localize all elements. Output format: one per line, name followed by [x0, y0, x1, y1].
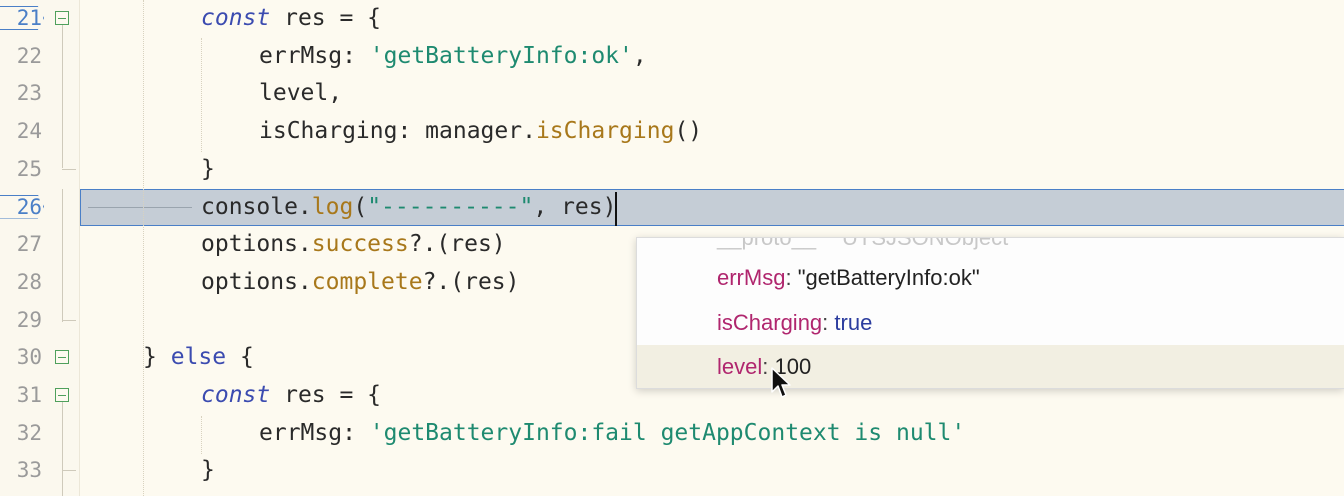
- line-number: 24: [16, 119, 42, 144]
- line-number: 27: [16, 232, 42, 257]
- code-text: }: [201, 457, 215, 484]
- code-line-29[interactable]: 29: [0, 302, 1344, 340]
- line-number: 32: [16, 420, 42, 445]
- popup-key: errMsg: "getBatteryInfo:ok": [717, 265, 980, 290]
- line-number: 28: [16, 269, 42, 294]
- popup-row-errmsg[interactable]: errMsg: "getBatteryInfo:ok": [637, 256, 1344, 300]
- code-line-24[interactable]: 24 isCharging: manager.isCharging(): [0, 113, 1344, 151]
- code-line-32[interactable]: 32 errMsg: 'getBatteryInfo:fail getAppCo…: [0, 415, 1344, 453]
- variable-inspect-popup[interactable]: __proto__ UTSJSONObject errMsg: "getBatte…: [636, 237, 1344, 389]
- code-text: const res = {: [201, 382, 382, 408]
- code-text: }: [201, 155, 215, 182]
- popup-row-level[interactable]: level: 100: [637, 345, 1344, 388]
- line-number: 30: [16, 345, 42, 370]
- indent-guide: [201, 416, 202, 454]
- code-line-23[interactable]: 23 level,: [0, 75, 1344, 113]
- current-line-highlight: [80, 189, 1344, 226]
- fold-connector: [62, 25, 63, 168]
- hovered-variable[interactable]: res: [561, 193, 603, 220]
- fold-end-marker: [62, 168, 76, 170]
- line-number: 33: [16, 458, 42, 483]
- fold-minus-icon[interactable]: [55, 11, 69, 25]
- code-text: errMsg: 'getBatteryInfo:ok',: [259, 42, 647, 69]
- indent-guide: [143, 0, 144, 496]
- fold-connector: [62, 402, 63, 496]
- code-line-31[interactable]: 31 const res = {: [0, 377, 1344, 415]
- bookmark-icon[interactable]: [0, 194, 44, 219]
- line-number: 21: [16, 6, 42, 30]
- code-line-27[interactable]: 27 options.success?.(res): [0, 226, 1344, 264]
- fold-end-marker: [62, 319, 76, 321]
- code-line-21[interactable]: 21 const res = {: [0, 0, 1344, 38]
- indent-dash: [88, 207, 192, 208]
- popup-key: isCharging: true: [717, 310, 873, 335]
- text-caret: [615, 192, 617, 226]
- line-gutter[interactable]: [0, 0, 80, 496]
- popup-value: "getBatteryInfo:ok": [791, 265, 980, 290]
- indent-guide: [201, 38, 202, 152]
- code-text: options.success?.(res): [201, 231, 506, 258]
- code-line-25[interactable]: 25 }: [0, 151, 1344, 189]
- fold-minus-icon[interactable]: [55, 350, 69, 365]
- line-number: 25: [16, 156, 42, 181]
- popup-value: UTSJSONObject: [842, 237, 1009, 250]
- popup-key: level: 100: [717, 354, 812, 379]
- fold-end-marker: [62, 470, 76, 472]
- code-line-33[interactable]: 33 }: [0, 452, 1344, 490]
- code-text: console.log("----------", res): [201, 193, 617, 220]
- code-text: } else {: [143, 344, 254, 371]
- popup-key: __proto__: [717, 237, 817, 250]
- popup-value: true: [828, 310, 873, 335]
- code-text: options.complete?.(res): [201, 268, 520, 295]
- gutter-divider: [79, 0, 80, 496]
- code-line-28[interactable]: 28 options.complete?.(res): [0, 264, 1344, 302]
- code-text: errMsg: 'getBatteryInfo:fail getAppConte…: [259, 419, 966, 446]
- popup-row-proto[interactable]: __proto__ UTSJSONObject: [637, 237, 1344, 260]
- popup-value: 100: [768, 354, 812, 379]
- line-number: 29: [16, 307, 42, 332]
- code-text: const res = {: [201, 5, 382, 31]
- code-line-26[interactable]: 26 console.log("----------", res): [0, 189, 1344, 227]
- line-number: 23: [16, 81, 42, 106]
- fold-minus-icon[interactable]: [55, 388, 69, 402]
- mouse-pointer-icon: [771, 367, 791, 398]
- popup-row-ischarging[interactable]: isCharging: true: [637, 301, 1344, 345]
- code-line-22[interactable]: 22 errMsg: 'getBatteryInfo:ok',: [0, 38, 1344, 76]
- code-line-30[interactable]: 30 } else {: [0, 339, 1344, 377]
- line-number: 22: [16, 43, 42, 68]
- code-text: level,: [259, 80, 343, 107]
- line-number: 31: [16, 383, 42, 407]
- code-text: isCharging: manager.isCharging(): [259, 118, 703, 145]
- line-number: 26: [16, 194, 42, 219]
- bookmark-icon[interactable]: [0, 6, 44, 30]
- fold-connector: [62, 189, 63, 322]
